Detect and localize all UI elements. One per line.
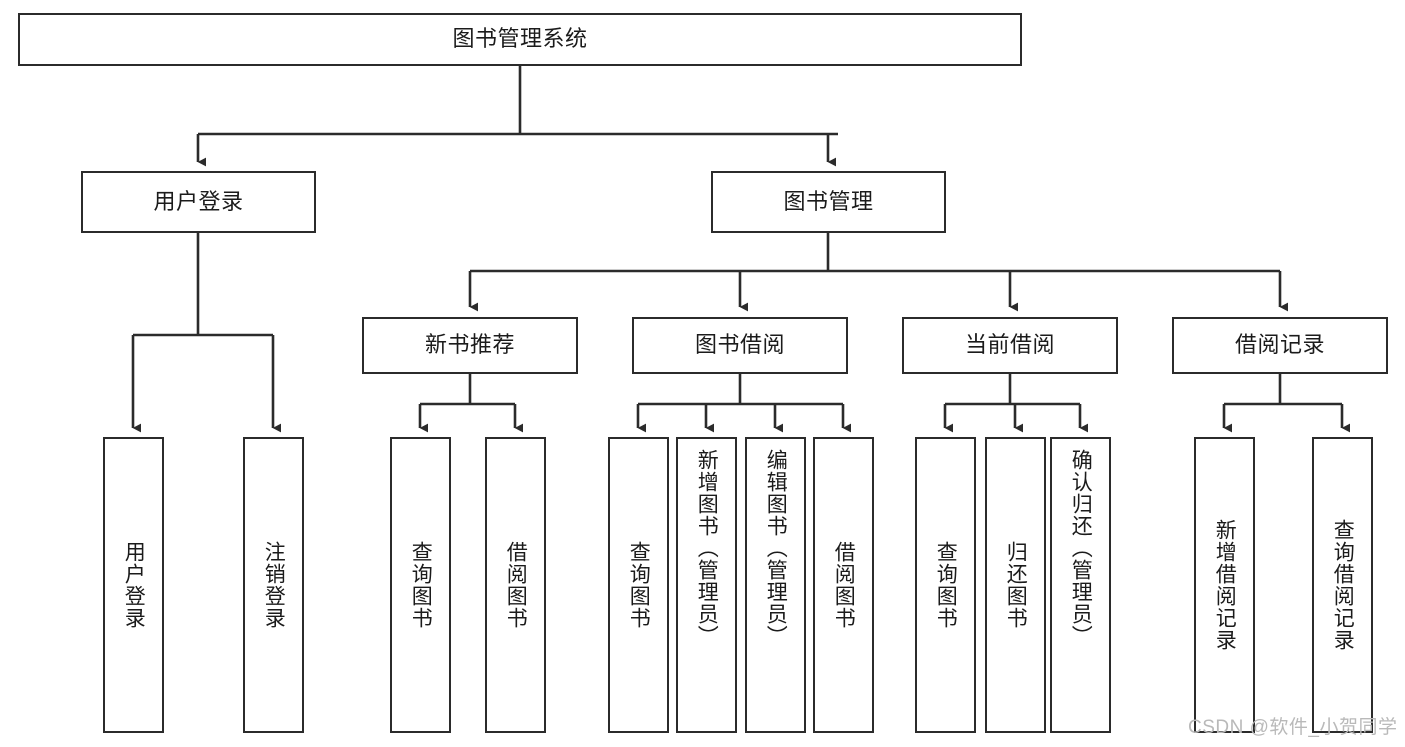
node-current-borrow-label: 当前借阅 bbox=[964, 332, 1055, 358]
node-book-management-label: 图书管理 bbox=[783, 188, 874, 214]
node-book-management[interactable]: 图书管理 bbox=[711, 171, 946, 233]
node-leaf-borrow-book-label: 借阅图书 bbox=[832, 541, 856, 629]
node-leaf-query-book-borrow-label: 查询图书 bbox=[627, 541, 651, 629]
node-leaf-borrow-book-recommend-label: 借阅图书 bbox=[504, 541, 528, 629]
node-new-book-recommend-label: 新书推荐 bbox=[424, 332, 515, 358]
csdn-watermark: CSDN @软件_小贺同学 bbox=[1188, 717, 1398, 738]
node-user-login-label: 用户登录 bbox=[153, 188, 244, 214]
node-leaf-query-book-borrow[interactable]: 查询图书 bbox=[608, 437, 669, 733]
node-leaf-confirm-return[interactable]: 确认归还（管理员） bbox=[1050, 437, 1111, 733]
node-leaf-add-borrow-record[interactable]: 新增借阅记录 bbox=[1194, 437, 1255, 733]
node-leaf-borrow-book[interactable]: 借阅图书 bbox=[813, 437, 874, 733]
node-leaf-query-borrow-record-label: 查询借阅记录 bbox=[1331, 519, 1355, 651]
node-leaf-logout[interactable]: 注销登录 bbox=[243, 437, 304, 733]
node-leaf-confirm-return-label: 确认归还（管理员） bbox=[1069, 449, 1093, 647]
node-book-borrow-label: 图书借阅 bbox=[694, 332, 785, 358]
node-root-label: 图书管理系统 bbox=[452, 26, 588, 52]
node-leaf-query-book-recommend[interactable]: 查询图书 bbox=[390, 437, 451, 733]
node-borrow-record-label: 借阅记录 bbox=[1234, 332, 1325, 358]
node-leaf-edit-book-label: 编辑图书（管理员） bbox=[764, 449, 788, 647]
node-new-book-recommend[interactable]: 新书推荐 bbox=[362, 317, 578, 374]
node-leaf-borrow-book-recommend[interactable]: 借阅图书 bbox=[485, 437, 546, 733]
node-leaf-query-borrow-record[interactable]: 查询借阅记录 bbox=[1312, 437, 1373, 733]
node-leaf-return-book[interactable]: 归还图书 bbox=[985, 437, 1046, 733]
node-leaf-query-book-current[interactable]: 查询图书 bbox=[915, 437, 976, 733]
node-leaf-add-book[interactable]: 新增图书（管理员） bbox=[676, 437, 737, 733]
node-leaf-return-book-label: 归还图书 bbox=[1004, 541, 1028, 629]
node-leaf-query-book-current-label: 查询图书 bbox=[934, 541, 958, 629]
node-current-borrow[interactable]: 当前借阅 bbox=[902, 317, 1118, 374]
node-leaf-logout-label: 注销登录 bbox=[262, 541, 286, 629]
node-leaf-query-book-recommend-label: 查询图书 bbox=[409, 541, 433, 629]
node-user-login[interactable]: 用户登录 bbox=[81, 171, 316, 233]
node-root[interactable]: 图书管理系统 bbox=[18, 13, 1022, 66]
node-leaf-user-login-label: 用户登录 bbox=[122, 541, 146, 629]
node-borrow-record[interactable]: 借阅记录 bbox=[1172, 317, 1388, 374]
node-leaf-edit-book[interactable]: 编辑图书（管理员） bbox=[745, 437, 806, 733]
node-leaf-add-borrow-record-label: 新增借阅记录 bbox=[1213, 519, 1237, 651]
node-leaf-add-book-label: 新增图书（管理员） bbox=[695, 449, 719, 647]
node-book-borrow[interactable]: 图书借阅 bbox=[632, 317, 848, 374]
node-leaf-user-login[interactable]: 用户登录 bbox=[103, 437, 164, 733]
